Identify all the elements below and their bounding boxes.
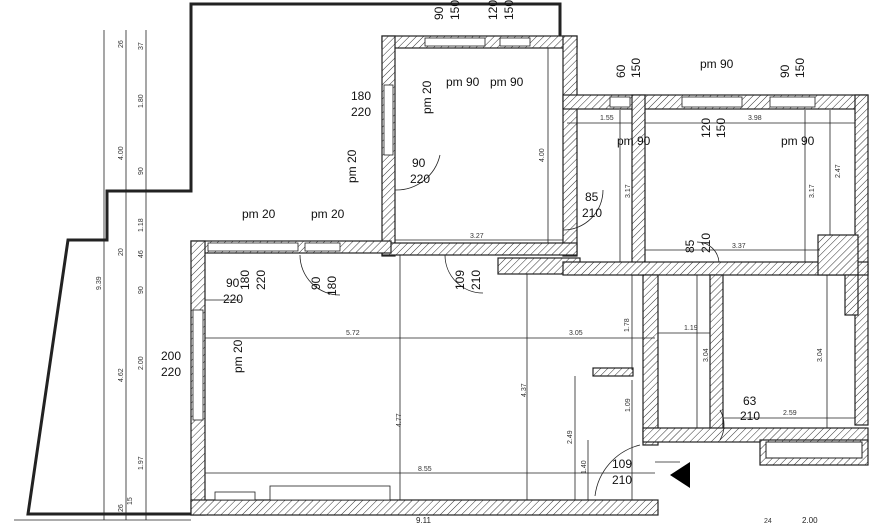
dimension-label: 1.09 <box>625 398 632 412</box>
dimension-label: 2.00 <box>138 356 145 370</box>
dimension-label: 2.49 <box>567 430 574 444</box>
door-label: 210 <box>612 473 632 487</box>
window-label: 150 <box>793 58 807 78</box>
window-label: 90 <box>432 6 446 20</box>
door-label: 85 <box>585 190 599 204</box>
window-label: 120 <box>486 0 500 20</box>
dimension-label: 4.77 <box>396 413 403 427</box>
window-label: 90 <box>309 276 323 290</box>
dimension-label: 26 <box>118 504 125 512</box>
door-label: 210 <box>699 233 713 253</box>
door-label: 220 <box>410 172 430 186</box>
dimension-label: 4.62 <box>118 368 125 382</box>
dimension-label: 20 <box>118 248 125 256</box>
window-label: 120 <box>699 118 713 138</box>
entrance-arrow-icon <box>670 462 690 488</box>
dimension-label: 1.97 <box>138 456 145 470</box>
dimension-label: 3.04 <box>703 348 710 362</box>
dimension-label: 3.98 <box>748 115 762 122</box>
window-label: 200 <box>161 349 181 363</box>
dimension-label: 3.04 <box>817 348 824 362</box>
opening-labels: 90 150 120 150 pm 90 pm 90 180 220 pm 20… <box>161 0 815 487</box>
dimension-label: 15 <box>127 497 134 505</box>
dimension-label: 46 <box>138 250 145 258</box>
left-dimension-lines <box>14 30 191 521</box>
door-label: 220 <box>223 292 243 306</box>
door-swings <box>205 154 725 497</box>
sill-label: pm 20 <box>311 207 345 221</box>
window-label: 60 <box>614 64 628 78</box>
window-label: 220 <box>254 270 268 290</box>
dimension-label: 3.17 <box>809 184 816 198</box>
dimension-label: 4.37 <box>521 383 528 397</box>
sill-label: pm 20 <box>345 149 359 183</box>
windows <box>192 37 816 501</box>
dimension-label: 5.72 <box>346 330 360 337</box>
window-label: 180 <box>325 276 339 296</box>
window-label: 90 <box>778 64 792 78</box>
dimension-label: 2.00 <box>802 516 818 524</box>
dimension-label: 1.78 <box>624 318 631 332</box>
window-label: 220 <box>351 105 371 119</box>
door-label: 109 <box>612 457 632 471</box>
dimension-label: 1.40 <box>581 460 588 474</box>
dimension-label: 3.05 <box>569 330 583 337</box>
door-label: 63 <box>743 394 757 408</box>
sill-label: pm 20 <box>242 207 276 221</box>
window-label: 150 <box>629 58 643 78</box>
sill-label: pm 90 <box>781 134 815 148</box>
terrace-outline <box>26 2 562 516</box>
dimension-label: 3.37 <box>732 243 746 250</box>
dimension-label: 4.00 <box>118 146 125 160</box>
door-label: 210 <box>740 409 760 423</box>
window-label: 150 <box>502 0 516 20</box>
dimension-labels: 3.27 4.00 3.17 3.17 2.47 1.55 3.98 3.37 … <box>96 40 842 524</box>
dimension-label: 90 <box>138 286 145 294</box>
window-label: 220 <box>161 365 181 379</box>
window-label: 150 <box>714 118 728 138</box>
sill-label: pm 90 <box>490 75 524 89</box>
sill-label: pm 20 <box>420 80 434 114</box>
dimension-label: 2.59 <box>783 410 797 417</box>
dimension-label: 2.47 <box>835 164 842 178</box>
dimension-label: 8.55 <box>418 466 432 473</box>
dimension-label: 1.55 <box>600 115 614 122</box>
door-label: 85 <box>683 239 697 253</box>
dimension-label: 1.19 <box>684 325 698 332</box>
dimension-label: 9.39 <box>96 276 103 290</box>
door-label: 90 <box>226 276 240 290</box>
walls <box>190 35 869 516</box>
window-label: 180 <box>351 89 371 103</box>
sill-label: pm 90 <box>700 57 734 71</box>
dimension-label: 1.80 <box>138 94 145 108</box>
dimension-label: 9.11 <box>416 516 432 524</box>
dimension-label: 37 <box>138 42 145 50</box>
sill-label: pm 90 <box>617 134 651 148</box>
interior-dimension-lines <box>205 48 855 500</box>
door-label: 210 <box>469 270 483 290</box>
door-label: 109 <box>453 270 467 290</box>
dimension-label: 90 <box>138 167 145 175</box>
dimension-label: 24 <box>764 518 772 524</box>
dimension-label: 4.00 <box>539 148 546 162</box>
door-label: 90 <box>412 156 426 170</box>
dimension-label: 3.27 <box>470 233 484 240</box>
window-label: 180 <box>238 270 252 290</box>
dimension-label: 3.17 <box>625 184 632 198</box>
window-label: 150 <box>448 0 462 20</box>
dimension-label: 1.18 <box>138 218 145 232</box>
door-label: 210 <box>582 206 602 220</box>
sill-label: pm 90 <box>446 75 480 89</box>
sill-label: pm 20 <box>231 339 245 373</box>
dimension-label: 26 <box>118 40 125 48</box>
